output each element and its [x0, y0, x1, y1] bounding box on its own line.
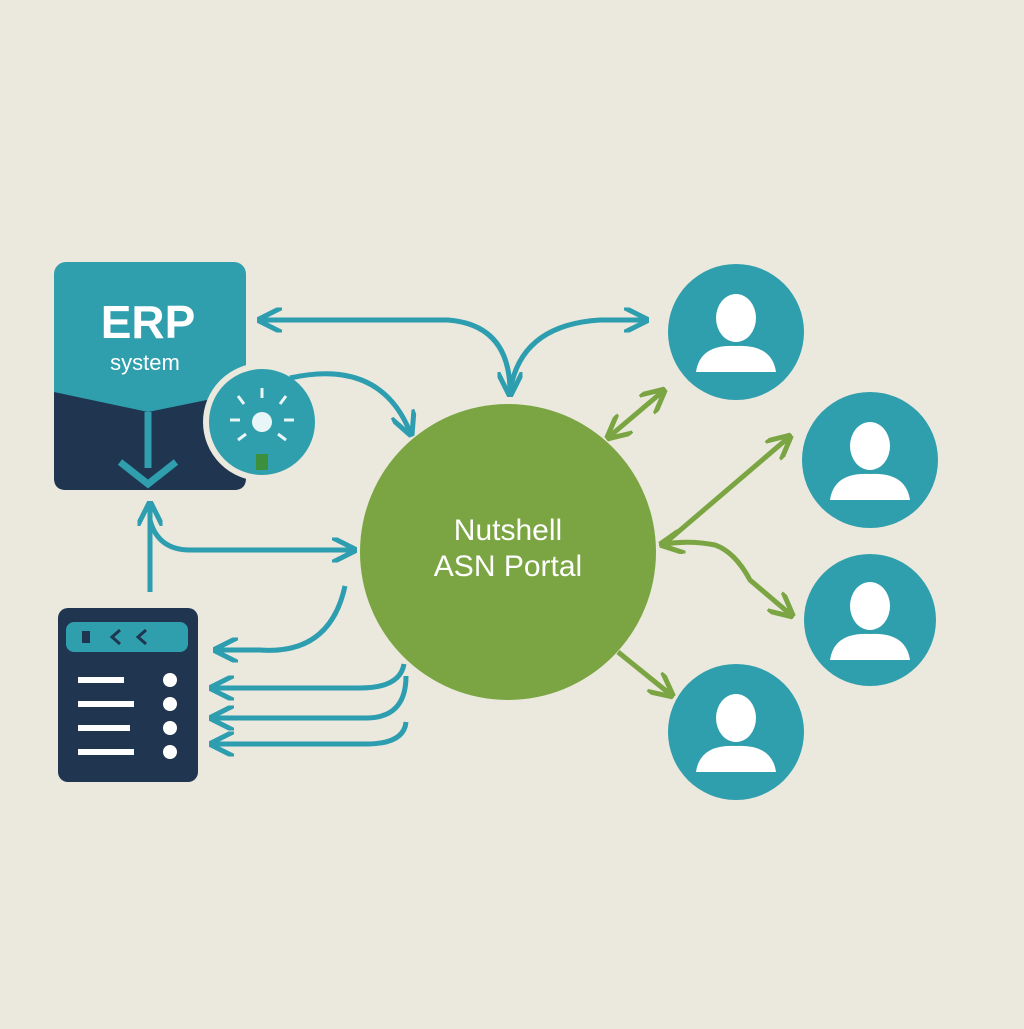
- user-icon: [830, 582, 910, 660]
- list-window-icon[interactable]: [58, 608, 198, 782]
- erp-title: ERP: [101, 296, 196, 348]
- arrow-erp-to-portal-left: [147, 519, 352, 550]
- list-dots: [163, 673, 177, 759]
- list-lines: [78, 677, 134, 755]
- user-icon: [696, 294, 776, 372]
- portal-line2: ASN Portal: [434, 550, 582, 583]
- lightbulb-icon[interactable]: [203, 363, 321, 481]
- arrow-portal-user2: [662, 438, 788, 546]
- user-icon: [830, 422, 910, 500]
- arrow-portal-list-3: [214, 675, 409, 718]
- arrow-portal-user3: [664, 542, 790, 614]
- arrow-portal-user1-green: [610, 392, 662, 436]
- erp-subtitle: system: [110, 350, 180, 375]
- green-arrows: [610, 392, 790, 694]
- arrow-portal-user4: [616, 650, 670, 694]
- arrow-portal-list-2: [214, 663, 407, 688]
- arrow-portal-list-1: [218, 585, 348, 650]
- user-icon: [696, 694, 776, 772]
- erp-system-box[interactable]: ERP system: [54, 262, 246, 490]
- user-2[interactable]: [802, 392, 938, 528]
- asn-portal-node[interactable]: Nutshell ASN Portal: [360, 404, 656, 700]
- arrow-bulb-portal: [289, 371, 410, 432]
- teal-arrows: [150, 320, 644, 744]
- portal-line1: Nutshell: [454, 514, 562, 547]
- arrow-erp-portal-top: [262, 320, 510, 392]
- user-4[interactable]: [668, 664, 804, 800]
- down-arrow-icon: [117, 412, 179, 489]
- arrow-portal-list-4: [214, 721, 409, 744]
- user-1[interactable]: [668, 264, 804, 400]
- arrow-portal-user1: [507, 320, 644, 393]
- user-3[interactable]: [804, 554, 936, 686]
